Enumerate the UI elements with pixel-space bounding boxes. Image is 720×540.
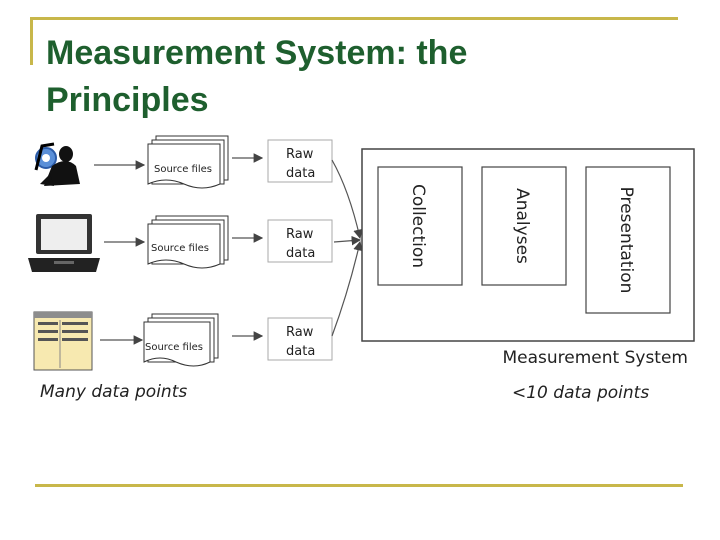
source-files-stack-1: Source files: [147, 135, 229, 189]
converge-arrow-1: [331, 159, 363, 240]
raw-data-box-1: Raw data: [267, 139, 333, 183]
source-files-label-1: Source files: [154, 164, 212, 175]
raw-data-label-1a: Raw: [286, 147, 314, 162]
caption-right: <10 data points: [512, 383, 649, 403]
source-files-label-2: Source files: [151, 243, 209, 254]
source-files-label-3: Source files: [145, 342, 203, 353]
raw-data-label-3b: data: [286, 344, 315, 359]
title-top-rule: [30, 17, 678, 20]
caption-left: Many data points: [40, 382, 187, 402]
source-files-stack-2: Source files: [147, 215, 229, 269]
document-icon: [33, 311, 93, 371]
page-title: Measurement System: the Principles: [46, 30, 646, 124]
converge-arrow-3: [331, 240, 363, 337]
title-line-2: Principles: [46, 81, 209, 119]
raw-data-label-2a: Raw: [286, 227, 314, 242]
title-left-bracket: [30, 17, 33, 65]
raw-data-label-1b: data: [286, 166, 315, 181]
title-line-1: Measurement System: the: [46, 34, 468, 72]
system-name-label: Measurement System: [502, 348, 688, 368]
module-presentation-label: Presentation: [616, 187, 636, 294]
module-analyses: Analyses: [481, 166, 567, 286]
module-analyses-label: Analyses: [512, 188, 532, 264]
module-presentation: Presentation: [585, 166, 671, 314]
module-collection-label: Collection: [408, 184, 428, 268]
raw-data-box-2: Raw data: [267, 219, 333, 263]
raw-data-box-3: Raw data: [267, 317, 333, 361]
converge-arrow-2: [333, 235, 362, 246]
laptop-icon: [28, 214, 100, 272]
raw-data-label-2b: data: [286, 246, 315, 261]
raw-data-label-3a: Raw: [286, 325, 314, 340]
measurement-diagram: Source files Raw data Source files Raw d…: [24, 130, 696, 410]
source-files-stack-3: Source files: [143, 313, 219, 367]
person-icon: [34, 142, 80, 186]
bottom-rule: [35, 484, 683, 487]
diagram-canvas: Source files Raw data Source files Raw d…: [28, 135, 695, 403]
module-collection: Collection: [377, 166, 463, 286]
